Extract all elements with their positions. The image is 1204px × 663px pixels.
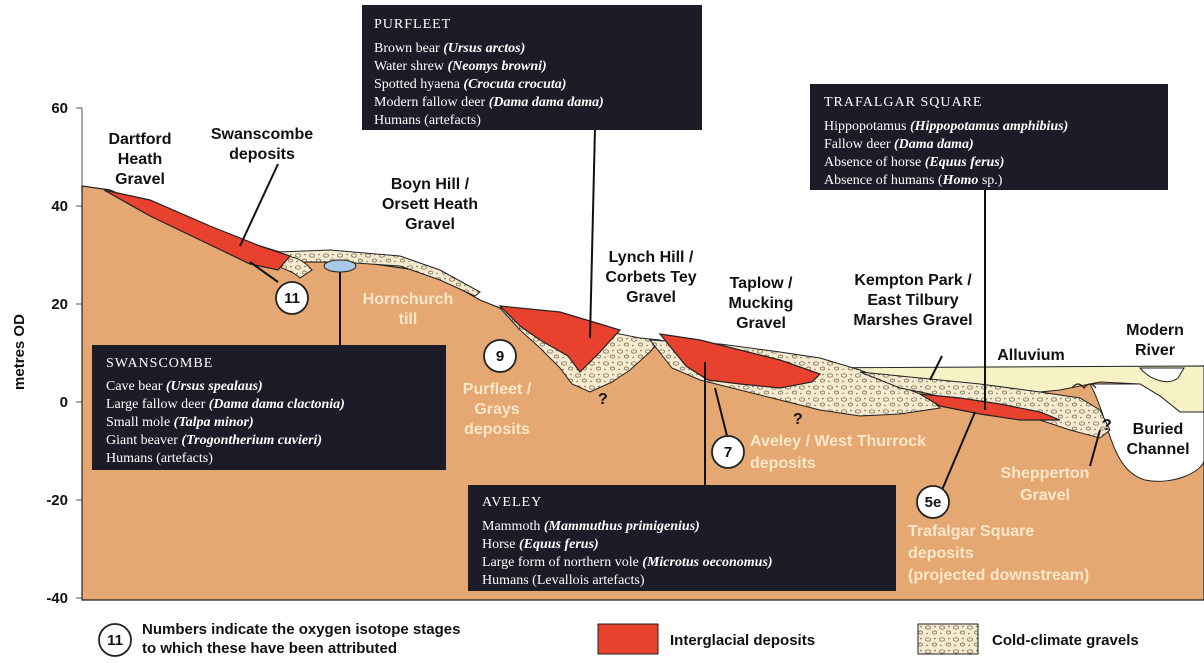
svg-text:River: River bbox=[1135, 342, 1175, 359]
svg-text:Small mole (Talpa minor): Small mole (Talpa minor) bbox=[106, 415, 254, 430]
svg-text:Trafalgar Square: Trafalgar Square bbox=[908, 523, 1034, 540]
y-tick-label: 60 bbox=[51, 100, 68, 117]
svg-text:Modern fallow deer (Dama dama: Modern fallow deer (Dama dama dama) bbox=[374, 95, 604, 110]
y-tick-label: 20 bbox=[51, 296, 68, 313]
svg-text:Orsett Heath: Orsett Heath bbox=[382, 196, 478, 213]
svg-text:Gravel: Gravel bbox=[1020, 487, 1070, 504]
svg-text:Taplow /: Taplow / bbox=[730, 275, 793, 292]
svg-text:Gravel: Gravel bbox=[626, 289, 676, 306]
svg-text:Aveley / West Thurrock: Aveley / West Thurrock bbox=[750, 433, 926, 450]
svg-text:till: till bbox=[399, 311, 418, 328]
svg-text:Heath: Heath bbox=[118, 151, 162, 168]
svg-text:deposits: deposits bbox=[908, 545, 974, 562]
legend-interglacial-label: Interglacial deposits bbox=[670, 632, 815, 649]
unknown-mark: ? bbox=[1102, 417, 1112, 434]
svg-text:Fallow deer (Dama dama): Fallow deer (Dama dama) bbox=[824, 137, 974, 152]
svg-text:Spotted hyaena (Crocuta crocut: Spotted hyaena (Crocuta crocuta) bbox=[374, 77, 566, 92]
y-tick-label: -20 bbox=[46, 492, 68, 509]
purfleet-fauna-box: PURFLEET Brown bear (Ursus arctos) Water… bbox=[362, 5, 702, 130]
svg-text:Corbets Tey: Corbets Tey bbox=[605, 269, 696, 286]
stage-marker-9: 9 bbox=[484, 340, 516, 372]
y-tick-label: 0 bbox=[60, 394, 68, 411]
legend-interglacial-swatch bbox=[598, 624, 658, 654]
svg-text:Shepperton: Shepperton bbox=[1001, 465, 1090, 482]
unknown-mark: ? bbox=[793, 411, 803, 428]
svg-text:Kempton Park /: Kempton Park / bbox=[854, 272, 972, 289]
legend-stage-marker: 11 bbox=[99, 624, 131, 656]
svg-text:Purfleet /: Purfleet / bbox=[463, 381, 532, 398]
legend-gravel-label: Cold-climate gravels bbox=[992, 632, 1139, 649]
svg-text:Gravel: Gravel bbox=[736, 315, 786, 332]
svg-text:SWANSCOMBE: SWANSCOMBE bbox=[106, 356, 213, 371]
svg-text:AVELEY: AVELEY bbox=[482, 495, 542, 510]
svg-text:7: 7 bbox=[724, 444, 732, 461]
svg-text:Large fallow deer (Dama dama c: Large fallow deer (Dama dama clactonia) bbox=[106, 397, 345, 412]
svg-text:Brown bear (Ursus arctos): Brown bear (Ursus arctos) bbox=[374, 41, 525, 56]
svg-text:Horse (Equus ferus): Horse (Equus ferus) bbox=[482, 537, 599, 552]
y-tick-label: 40 bbox=[51, 198, 68, 215]
trafalgar-square-fauna-box: TRAFALGAR SQUARE Hippopotamus (Hippopota… bbox=[810, 84, 1168, 190]
y-axis: 60 40 20 0 -20 -40 metres OD bbox=[11, 100, 82, 607]
legend: 11 Numbers indicate the oxygen isotope s… bbox=[99, 621, 1139, 657]
svg-text:Mammoth (Mammuthus primigenius: Mammoth (Mammuthus primigenius) bbox=[482, 519, 700, 534]
svg-text:Giant beaver (Trogontherium cu: Giant beaver (Trogontherium cuvieri) bbox=[106, 433, 322, 448]
legend-stage-text: Numbers indicate the oxygen isotope stag… bbox=[142, 621, 460, 638]
y-axis-label: metres OD bbox=[11, 314, 28, 390]
svg-text:(projected downstream): (projected downstream) bbox=[908, 567, 1089, 584]
label-kempton-park: Kempton Park / East Tilbury Marshes Grav… bbox=[853, 272, 972, 329]
svg-text:Dartford: Dartford bbox=[108, 131, 171, 148]
hornchurch-till bbox=[324, 260, 356, 272]
svg-text:Modern: Modern bbox=[1126, 322, 1184, 339]
svg-text:Hippopotamus (Hippopotamus amp: Hippopotamus (Hippopotamus amphibius) bbox=[824, 119, 1068, 134]
svg-text:Humans (Levallois artefacts): Humans (Levallois artefacts) bbox=[482, 573, 645, 588]
svg-text:11: 11 bbox=[107, 632, 123, 649]
stage-marker-11: 11 bbox=[276, 282, 308, 314]
label-modern-river: Modern River bbox=[1126, 322, 1184, 359]
label-dartford: Dartford Heath Gravel bbox=[108, 131, 171, 188]
svg-text:Cave bear (Ursus spealaus): Cave bear (Ursus spealaus) bbox=[106, 379, 263, 394]
stage-marker-7: 7 bbox=[712, 436, 744, 468]
svg-text:Water shrew (Neomys browni): Water shrew (Neomys browni) bbox=[374, 59, 547, 74]
swanscombe-fauna-box: SWANSCOMBE Cave bear (Ursus spealaus) La… bbox=[92, 345, 446, 470]
unknown-mark: ? bbox=[598, 391, 608, 408]
svg-text:Marshes Gravel: Marshes Gravel bbox=[853, 312, 972, 329]
svg-text:Gravel: Gravel bbox=[405, 216, 455, 233]
svg-text:deposits: deposits bbox=[750, 455, 816, 472]
svg-text:Hornchurch: Hornchurch bbox=[363, 291, 454, 308]
y-tick-label: -40 bbox=[46, 590, 68, 607]
svg-text:Lynch Hill /: Lynch Hill / bbox=[609, 249, 694, 266]
label-swanscombe-deposits: Swanscombe deposits bbox=[211, 126, 313, 163]
svg-text:Boyn Hill /: Boyn Hill / bbox=[391, 176, 470, 193]
label-boyn-hill: Boyn Hill / Orsett Heath Gravel bbox=[382, 176, 478, 233]
stage-marker-5e: 5e bbox=[917, 486, 949, 518]
svg-text:9: 9 bbox=[496, 348, 504, 365]
svg-text:Buried: Buried bbox=[1133, 421, 1184, 438]
svg-text:Absence of horse (Equus ferus): Absence of horse (Equus ferus) bbox=[824, 155, 1004, 170]
svg-text:Channel: Channel bbox=[1126, 441, 1189, 458]
legend-gravel-swatch bbox=[918, 624, 978, 654]
svg-text:Humans (artefacts): Humans (artefacts) bbox=[374, 113, 481, 128]
svg-text:Gravel: Gravel bbox=[115, 171, 165, 188]
aveley-fauna-box: AVELEY Mammoth (Mammuthus primigenius) H… bbox=[468, 485, 896, 591]
legend-stage-text: to which these have been attributed bbox=[142, 640, 397, 657]
svg-text:11: 11 bbox=[284, 290, 300, 307]
svg-text:Large form of northern vole (M: Large form of northern vole (Microtus oe… bbox=[482, 555, 773, 570]
svg-text:5e: 5e bbox=[925, 494, 942, 511]
label-taplow: Taplow / Mucking Gravel bbox=[729, 275, 794, 332]
svg-text:Humans (artefacts): Humans (artefacts) bbox=[106, 451, 213, 466]
label-lynch-hill: Lynch Hill / Corbets Tey Gravel bbox=[605, 249, 696, 306]
svg-text:Grays: Grays bbox=[474, 401, 519, 418]
label-alluvium: Alluvium bbox=[997, 347, 1065, 364]
svg-text:Absence of humans (Homo sp.): Absence of humans (Homo sp.) bbox=[824, 173, 1003, 188]
svg-text:East Tilbury: East Tilbury bbox=[867, 292, 958, 309]
svg-text:Swanscombe: Swanscombe bbox=[211, 126, 313, 143]
svg-text:TRAFALGAR SQUARE: TRAFALGAR SQUARE bbox=[824, 95, 982, 110]
svg-text:PURFLEET: PURFLEET bbox=[374, 17, 451, 32]
svg-text:Mucking: Mucking bbox=[729, 295, 794, 312]
svg-text:deposits: deposits bbox=[464, 421, 530, 438]
svg-text:deposits: deposits bbox=[229, 146, 295, 163]
